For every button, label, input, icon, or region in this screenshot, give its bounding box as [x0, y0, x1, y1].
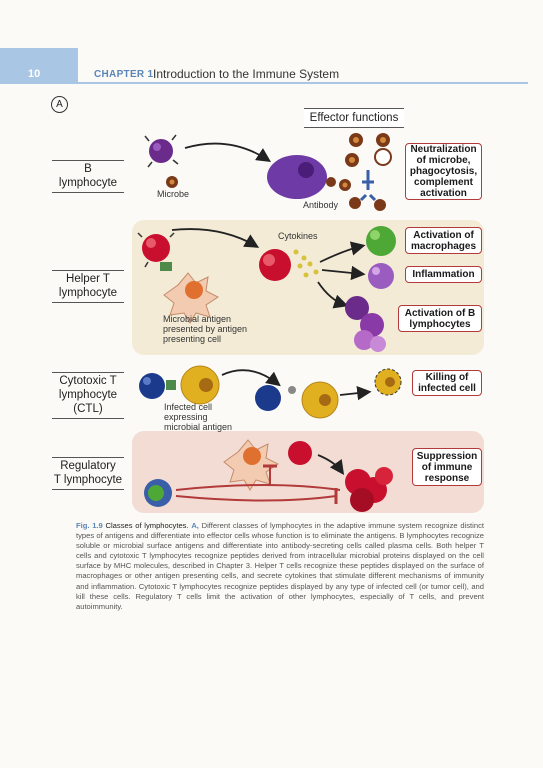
helper-activation-arrow	[171, 228, 260, 248]
effect-inflammation: Inflammation	[405, 266, 482, 283]
cytokine-dots	[293, 249, 319, 278]
ctl-cell	[139, 373, 165, 399]
microbe-icon	[166, 176, 178, 188]
effect-b-activation: Activation of B lymphocytes	[398, 305, 482, 332]
page-number: 10	[28, 68, 41, 80]
ctl-label: Cytotoxic T lymphocyte (CTL)	[52, 372, 124, 419]
b-activation-arrow	[184, 142, 272, 162]
cytokines-label: Cytokines	[278, 231, 318, 241]
regulatory-t-label: Regulatory T lymphocyte	[52, 457, 124, 490]
ctl-activation-arrow	[221, 369, 281, 387]
chapter-title: Introduction to the Immune System	[153, 67, 340, 81]
apc-label: Microbial antigen presented by antigen p…	[163, 314, 248, 344]
b-lymphocyte-label: B lymphocyte	[52, 160, 124, 193]
antibody-cluster	[326, 133, 392, 211]
page-tab	[0, 48, 78, 84]
effect-killing: Killing of infected cell	[412, 370, 482, 396]
tcr-mhc-complex	[160, 262, 172, 271]
infected-cell	[180, 365, 220, 405]
regulatory-t-cell	[144, 479, 172, 507]
microbe-label: Microbe	[157, 189, 190, 199]
figure-title: Classes of lymphocytes.	[105, 521, 189, 530]
figure-panel-ref: A,	[191, 521, 199, 530]
figure-number: Fig. 1.9	[76, 521, 103, 530]
macrophage-cell	[366, 226, 396, 256]
panel-letter: A	[51, 96, 68, 113]
helper-t-cell	[137, 232, 175, 268]
chapter-label: CHAPTER 1	[94, 69, 154, 80]
infected-cell-label: Infected cell expressing microbial antig…	[164, 402, 233, 432]
effect-macrophage-activation: Activation of macrophages	[405, 227, 482, 254]
apc-regulatory	[223, 439, 279, 491]
plasma-cell	[267, 155, 327, 199]
b-lymphocyte-cell	[144, 134, 179, 168]
effect-neutralization: Neutralization of microbe, phagocytosis,…	[405, 143, 482, 200]
effect-suppression: Suppression of immune response	[412, 448, 482, 486]
target-t-cell	[288, 441, 312, 465]
suppressed-t-cells	[345, 467, 393, 512]
activated-ctl-cell	[255, 385, 296, 411]
inflammation-cell	[368, 263, 394, 289]
figure-caption-text: Different classes of lymphocytes in the …	[76, 521, 484, 611]
antigen-presenting-cell	[163, 272, 219, 324]
antibody-label: Antibody	[303, 200, 339, 210]
helper-t-label: Helper T lymphocyte	[52, 270, 124, 303]
effector-functions-title: Effector functions	[304, 108, 404, 128]
activated-b-cells	[345, 296, 386, 352]
target-infected-cell	[301, 381, 339, 419]
figure-caption: Fig. 1.9 Classes of lymphocytes. A, Diff…	[76, 521, 484, 612]
activated-helper-t-cell	[259, 249, 291, 281]
killed-cell	[374, 368, 402, 396]
header-rule	[78, 82, 528, 84]
